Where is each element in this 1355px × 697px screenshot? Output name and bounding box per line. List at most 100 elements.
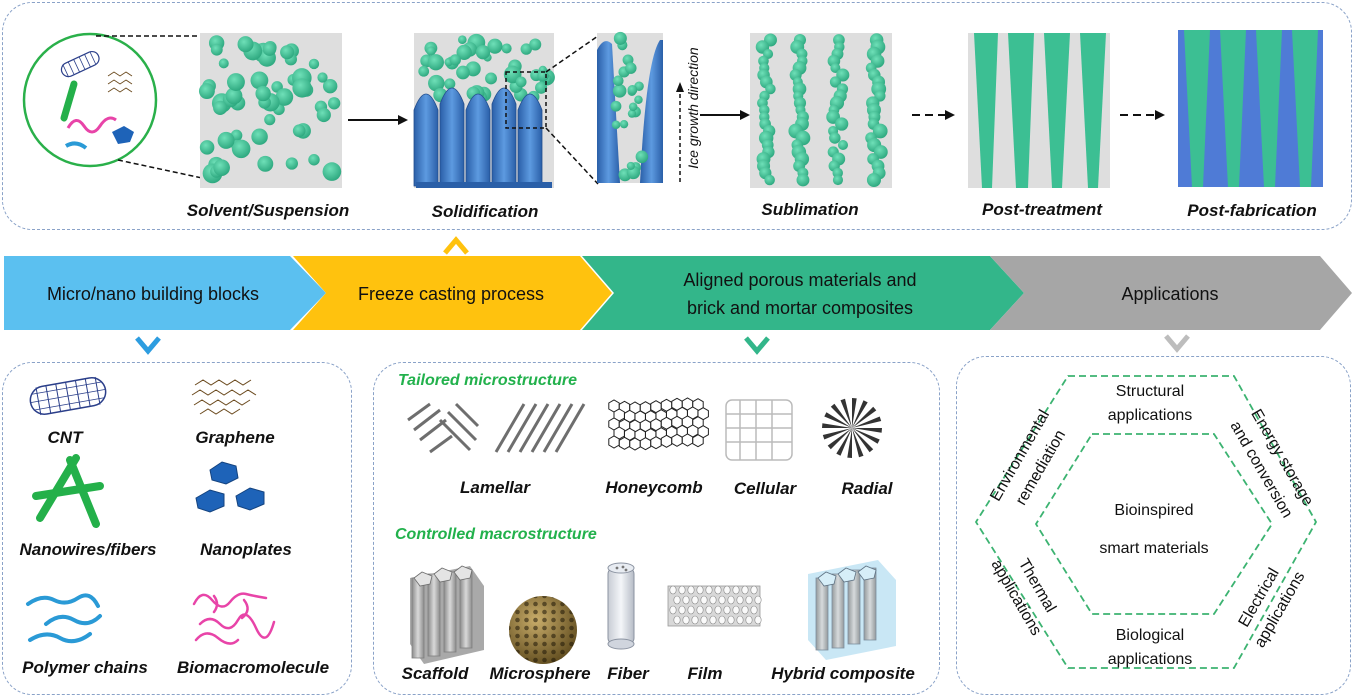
particle	[487, 38, 503, 54]
microsphere-icon	[509, 596, 577, 664]
film-pore	[745, 595, 753, 605]
film-pore	[678, 585, 686, 595]
ice-crystal	[465, 93, 491, 187]
particle	[835, 117, 849, 131]
particle	[308, 58, 320, 70]
particle	[316, 107, 331, 123]
chevron-down-icon	[1164, 334, 1190, 353]
polymer-chains-icon	[26, 593, 102, 644]
particle	[619, 119, 629, 129]
particle	[210, 43, 223, 56]
particle	[537, 70, 549, 82]
fiber-icon	[607, 562, 635, 650]
particle	[237, 36, 254, 53]
radial-wedge	[827, 428, 852, 450]
honeycomb-cell	[692, 434, 704, 448]
film-pore	[736, 595, 744, 605]
hybrid-label: Hybrid composite	[771, 664, 915, 683]
honeycomb-cell	[639, 437, 652, 451]
particle	[426, 46, 436, 56]
aligned-materials-step-line2: brick and mortar composites	[686, 298, 914, 318]
film-pore	[696, 585, 704, 595]
film-pore	[718, 615, 726, 625]
freeze-casting-step: Freeze casting process	[357, 284, 545, 304]
particle	[213, 159, 230, 176]
film-pore	[700, 615, 708, 625]
film-pore	[682, 615, 690, 625]
film-pore	[736, 615, 744, 625]
particle	[520, 43, 532, 55]
radial-wedge	[852, 400, 868, 428]
radial-icon	[822, 398, 882, 458]
film-pore	[678, 605, 686, 615]
film-pore	[687, 585, 695, 595]
particle	[226, 73, 245, 91]
applications-arrow	[990, 256, 1352, 330]
ice-crystal	[517, 93, 543, 187]
ice-crystals	[413, 87, 552, 188]
particle	[830, 62, 841, 74]
particle	[832, 174, 844, 186]
top-process-panel	[2, 2, 1352, 230]
honeycomb-cell	[650, 436, 662, 450]
center-line2: smart materials	[1099, 540, 1209, 557]
honeycomb-cell	[660, 434, 673, 448]
film-pore	[750, 605, 758, 615]
particle	[427, 54, 444, 71]
particle	[501, 43, 512, 54]
particle	[535, 81, 548, 94]
particle	[612, 84, 627, 98]
biological-line1: Biological	[1115, 627, 1185, 644]
hybrid-composite-icon	[808, 560, 896, 660]
particle	[198, 83, 215, 100]
particle	[611, 120, 621, 130]
film-icon	[667, 585, 762, 627]
radial-wedge	[852, 428, 874, 453]
ice-crystal	[491, 87, 517, 187]
nanowires-icon	[32, 454, 104, 528]
radial-wedge	[852, 406, 877, 428]
honeycomb-cell	[618, 436, 631, 450]
particle	[628, 102, 638, 112]
particle	[292, 78, 312, 98]
structural-label: Structural applications	[1080, 380, 1220, 428]
radial-wedge	[852, 428, 880, 444]
radial-wedge	[830, 403, 852, 428]
cellular-icon	[725, 399, 793, 461]
film-pore	[732, 605, 740, 615]
chevron-up-icon	[443, 236, 469, 255]
radial-wedge	[852, 398, 857, 428]
particle	[456, 65, 470, 80]
particle	[635, 150, 649, 164]
lamellar-label: Lamellar	[460, 478, 530, 497]
particle	[199, 140, 215, 155]
particle	[444, 78, 456, 90]
nanoplates-label: Nanoplates	[200, 540, 292, 559]
structural-line1: Structural	[1115, 383, 1185, 400]
particle	[829, 132, 841, 144]
particle	[449, 54, 461, 66]
cellular-label: Cellular	[733, 479, 797, 498]
scaffold-label: Scaffold	[401, 664, 469, 683]
film-pore	[727, 595, 735, 605]
particle	[764, 174, 775, 186]
honeycomb-cell	[608, 435, 620, 449]
nanowires-label: Nanowires/fibers	[19, 540, 157, 559]
honeycomb-icon	[608, 397, 709, 451]
particle	[213, 100, 228, 115]
nanoplates-icon	[195, 461, 265, 513]
film-pore	[700, 595, 708, 605]
radial-wedge	[840, 398, 852, 428]
particle	[529, 38, 542, 51]
particle	[264, 114, 276, 126]
particle	[613, 31, 627, 45]
freeze-casting-arrow	[293, 256, 612, 330]
particle	[634, 95, 643, 105]
solidification-label: Solidification	[431, 202, 539, 221]
graphene-icon	[191, 379, 257, 415]
inner-hexagon	[1034, 433, 1274, 615]
radial-wedge	[852, 416, 882, 428]
center-line1: Bioinspired	[1114, 502, 1194, 519]
particle	[251, 128, 268, 145]
